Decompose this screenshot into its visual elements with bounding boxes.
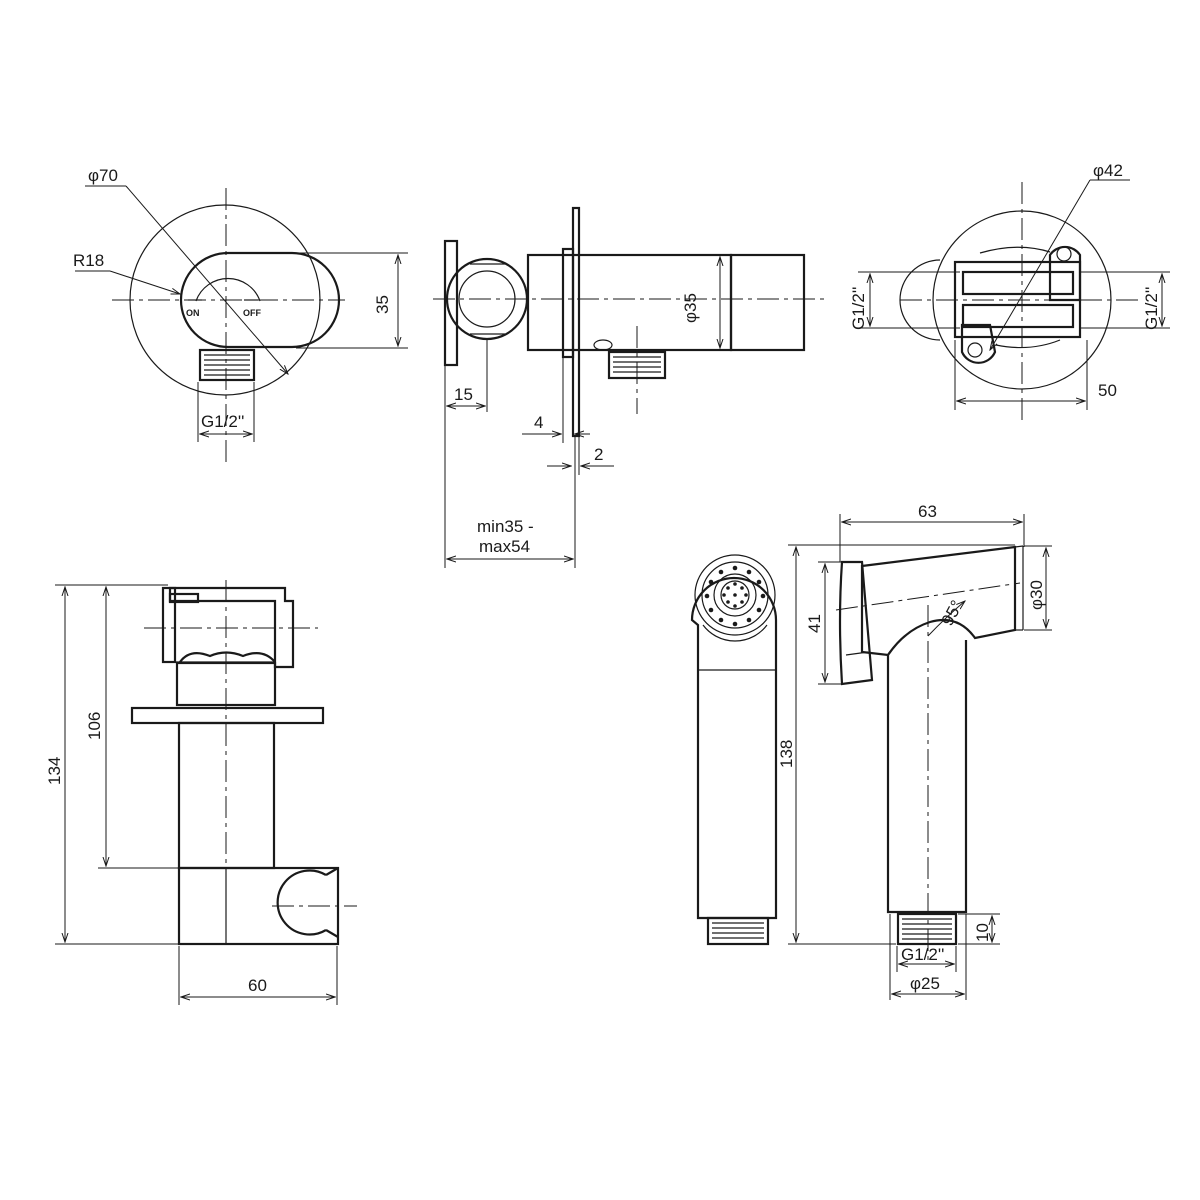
outlet-front-view: φ70 R18 35 G1/2'' ON OFF [73,166,408,462]
minmax-label-line2: max54 [479,537,530,556]
dim-15-label: 15 [454,385,473,404]
dim-134-label: 134 [45,757,64,785]
on-label: ON [186,308,200,318]
thread-g12-left-label: G1/2'' [849,287,868,330]
dim-63-label: 63 [918,502,937,521]
thread-g12-front-label: G1/2'' [201,412,244,431]
dim-60-label: 60 [248,976,267,995]
nozzle-holes [704,565,766,627]
outlet-rear-view: φ42 G1/2'' G1/2'' 50 [849,161,1170,425]
height-35-label: 35 [373,295,392,314]
dim-50-label: 50 [1098,381,1117,400]
diameter-42-label: φ42 [1093,161,1123,180]
dim-106-label: 106 [85,712,104,740]
minmax-label-line1: min35 - [477,517,534,536]
spray-front-view [690,554,778,946]
thread-g12-right-label: G1/2'' [1142,287,1161,330]
diameter-30-label: φ30 [1027,580,1046,610]
diameter-35-label: φ35 [681,293,700,323]
dim-138-label: 138 [777,740,796,768]
diameter-70-label: φ70 [88,166,118,185]
dim-2-label: 2 [594,445,603,464]
thread-g12-spray-label: G1/2'' [901,945,944,964]
radius-18-label: R18 [73,251,104,270]
dim-41-label: 41 [805,614,824,633]
dim-10-label: 10 [973,923,992,942]
diameter-25-label: φ25 [910,974,940,993]
spray-side-view: 63 φ30 41 95° 138 10 G1/2'' φ25 [777,502,1052,1000]
holder-side-view: 134 106 60 [45,580,357,1005]
outlet-side-view: φ35 15 4 2 min35 - max54 [433,206,825,568]
off-label: OFF [243,308,261,318]
dim-4-label: 4 [534,413,543,432]
